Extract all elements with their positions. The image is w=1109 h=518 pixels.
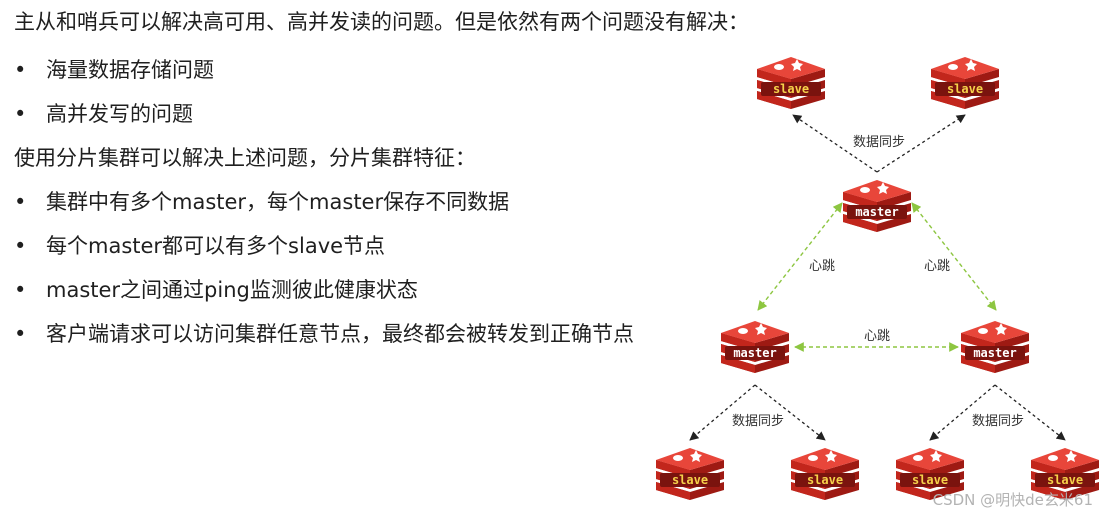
intro-text: 主从和哨兵可以解决高可用、高并发读的问题。但是依然有两个问题没有解决：: [14, 10, 749, 34]
label-band: [795, 473, 855, 487]
heartbeat-edges: [757, 202, 997, 352]
dot-icon: [774, 64, 784, 70]
bullet-icon: •: [14, 190, 27, 214]
star-icon: [791, 59, 803, 71]
heartbeat-edge: [911, 202, 997, 311]
master-node: master: [721, 321, 789, 373]
cube-top: [1031, 448, 1099, 470]
master-label: master: [855, 205, 898, 219]
feature-text: 每个master都可以有多个slave节点: [46, 234, 386, 258]
dot-icon: [978, 328, 988, 334]
sync-edge: [994, 384, 1066, 441]
slave-node: slave: [791, 448, 859, 500]
nodes-layer: slave slave master master master slave slave sl…: [656, 57, 1099, 500]
slave-label: slave: [773, 82, 809, 96]
bullet-icon: •: [14, 102, 27, 126]
cube-top: [721, 321, 789, 343]
star-icon: [995, 323, 1007, 335]
slave-node: slave: [757, 57, 825, 109]
star-icon: [755, 323, 767, 335]
cube-top: [896, 448, 964, 470]
label-band: [660, 473, 720, 487]
star-icon: [690, 450, 702, 462]
star-icon: [825, 450, 837, 462]
cube-top: [656, 448, 724, 470]
label-band: [847, 205, 907, 219]
slave-node: slave: [1031, 448, 1099, 500]
problem-text: 海量数据存储问题: [46, 58, 214, 82]
slave-node: slave: [931, 57, 999, 109]
dot-icon: [738, 328, 748, 334]
heartbeat-label: 心跳: [924, 259, 950, 274]
label-band: [900, 473, 960, 487]
sync-label: 数据同步: [972, 414, 1024, 429]
sync-label: 数据同步: [732, 414, 784, 429]
cube-top: [791, 448, 859, 470]
label-band: [1035, 473, 1095, 487]
slave-node: slave: [896, 448, 964, 500]
bullet-icon: •: [14, 278, 27, 302]
master-label: master: [733, 346, 776, 360]
sync-edge: [689, 384, 756, 441]
master-node: master: [843, 180, 911, 232]
master-node: master: [961, 321, 1029, 373]
dot-icon: [1048, 455, 1058, 461]
slave-node: slave: [656, 448, 724, 500]
slave-label: slave: [1047, 473, 1083, 487]
heartbeat-label: 心跳: [864, 329, 890, 344]
sync-edge: [929, 384, 996, 441]
slave-label: slave: [672, 473, 708, 487]
slave-label: slave: [807, 473, 843, 487]
dot-icon: [860, 187, 870, 193]
dot-icon: [948, 64, 958, 70]
star-icon: [1065, 450, 1077, 462]
bullet-icon: •: [14, 322, 27, 346]
bullet-icon: •: [14, 234, 27, 258]
feature-text: 客户端请求可以访问集群任意节点，最终都会被转发到正确节点: [46, 322, 634, 346]
cube-top: [757, 57, 825, 79]
bullet-icon: •: [14, 58, 27, 82]
dot-icon: [913, 455, 923, 461]
feature-text: 集群中有多个master，每个master保存不同数据: [46, 190, 510, 214]
label-band: [965, 346, 1025, 360]
sync-edges: [689, 114, 1066, 441]
slave-label: slave: [912, 473, 948, 487]
sync-label: 数据同步: [853, 135, 905, 150]
label-band: [761, 82, 821, 96]
heartbeat-label: 心跳: [809, 259, 835, 274]
star-icon: [877, 182, 889, 194]
watermark: CSDN @明快de玄米61: [932, 491, 1093, 509]
heartbeat-edge: [757, 202, 843, 311]
sync-edge: [792, 114, 878, 173]
slave-label: slave: [947, 82, 983, 96]
feature-text: master之间通过ping监测彼此健康状态: [46, 278, 418, 302]
label-band: [935, 82, 995, 96]
sync-edge: [754, 384, 826, 441]
cube-top: [931, 57, 999, 79]
label-band: [725, 346, 785, 360]
dot-icon: [808, 455, 818, 461]
dot-icon: [673, 455, 683, 461]
problem-text: 高并发写的问题: [46, 102, 193, 126]
star-icon: [930, 450, 942, 462]
star-icon: [965, 59, 977, 71]
solution-intro-text: 使用分片集群可以解决上述问题，分片集群特征：: [14, 146, 476, 170]
cube-top: [843, 180, 911, 202]
cube-top: [961, 321, 1029, 343]
master-label: master: [973, 346, 1016, 360]
